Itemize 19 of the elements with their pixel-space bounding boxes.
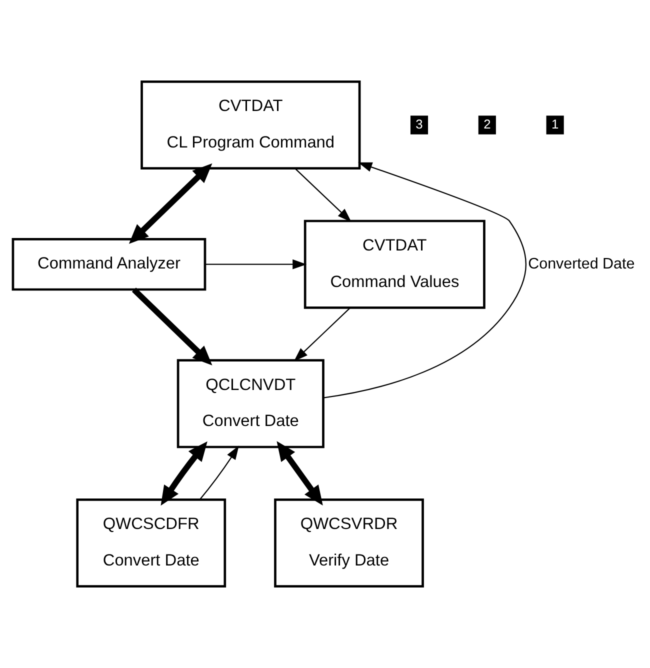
node-box: CVTDAT CL Program Command xyxy=(140,80,361,170)
arrow xyxy=(323,162,526,398)
node-box: QWCSCDFR Convert Date xyxy=(76,498,226,588)
arrow xyxy=(199,446,239,500)
edge-label: Converted Date xyxy=(528,255,635,272)
arrow xyxy=(276,441,323,506)
arrow xyxy=(128,163,212,244)
arrow xyxy=(294,168,352,222)
label: 1 xyxy=(551,116,559,132)
node-box: QCLCNVDT Convert Date xyxy=(176,359,324,448)
label: 2 xyxy=(484,116,491,132)
arrow xyxy=(160,441,208,506)
node-box: CVTDAT Command Values xyxy=(304,220,486,309)
arrow xyxy=(132,288,212,366)
label: 3 xyxy=(416,116,423,132)
node-box: QWCSVRDR Verify Date xyxy=(274,498,424,588)
arrow xyxy=(206,259,307,270)
node-box: Command Analyzer xyxy=(12,238,206,291)
arrow xyxy=(294,307,351,362)
